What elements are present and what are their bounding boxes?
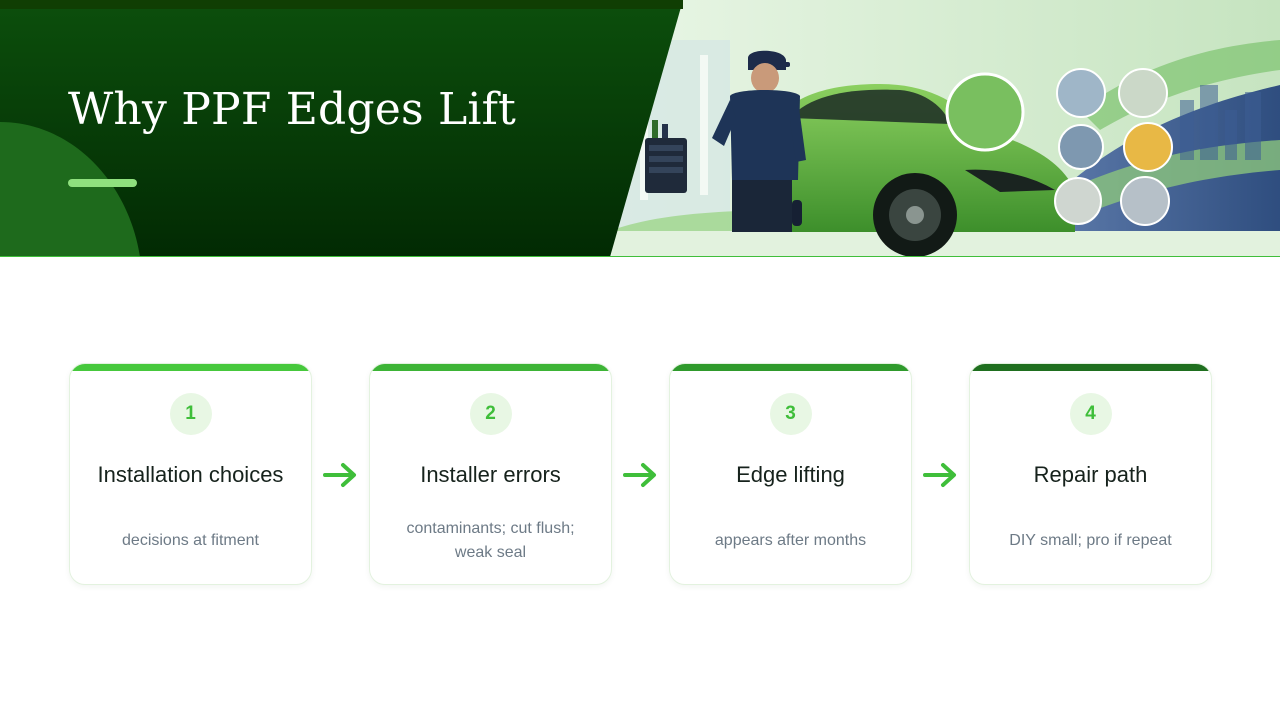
step-card-4: 4 Repair path DIY small; pro if repeat [969, 363, 1212, 585]
step-card-accent-bar [670, 364, 911, 371]
step-title: Installation choices [97, 462, 284, 487]
step-description: DIY small; pro if repeat [1009, 532, 1172, 549]
step-description: decisions at fitment [122, 532, 259, 549]
step-card-accent-bar [70, 364, 311, 371]
step-card-3: 3 Edge lifting appears after months [669, 363, 912, 585]
step-description: contaminants; cut flush; weak seal [406, 520, 575, 561]
step-number-badge: 3 [769, 393, 812, 435]
step-title: Repair path [1033, 462, 1148, 487]
arrow-right-icon [623, 463, 656, 487]
title-accent-bar [68, 179, 137, 187]
step-card-1: 1 Installation choices decisions at fitm… [69, 363, 312, 585]
header-banner: Why PPF Edges Lift [0, 0, 1280, 257]
header-artwork [0, 0, 1280, 257]
step-card-accent-bar [970, 364, 1211, 371]
arrow-right-icon [923, 463, 956, 487]
step-number-badge: 4 [1069, 393, 1112, 435]
page-title: Why PPF Edges Lift [68, 84, 517, 135]
step-title: Installer errors [420, 462, 561, 487]
step-title: Edge lifting [736, 462, 845, 487]
header-divider-line [0, 256, 1280, 257]
step-card-2: 2 Installer errors contaminants; cut flu… [369, 363, 612, 585]
step-number-badge: 2 [469, 393, 512, 435]
step-number-badge: 1 [169, 393, 212, 435]
arrow-right-icon [323, 463, 356, 487]
step-description: appears after months [714, 532, 867, 549]
step-card-accent-bar [370, 364, 611, 371]
